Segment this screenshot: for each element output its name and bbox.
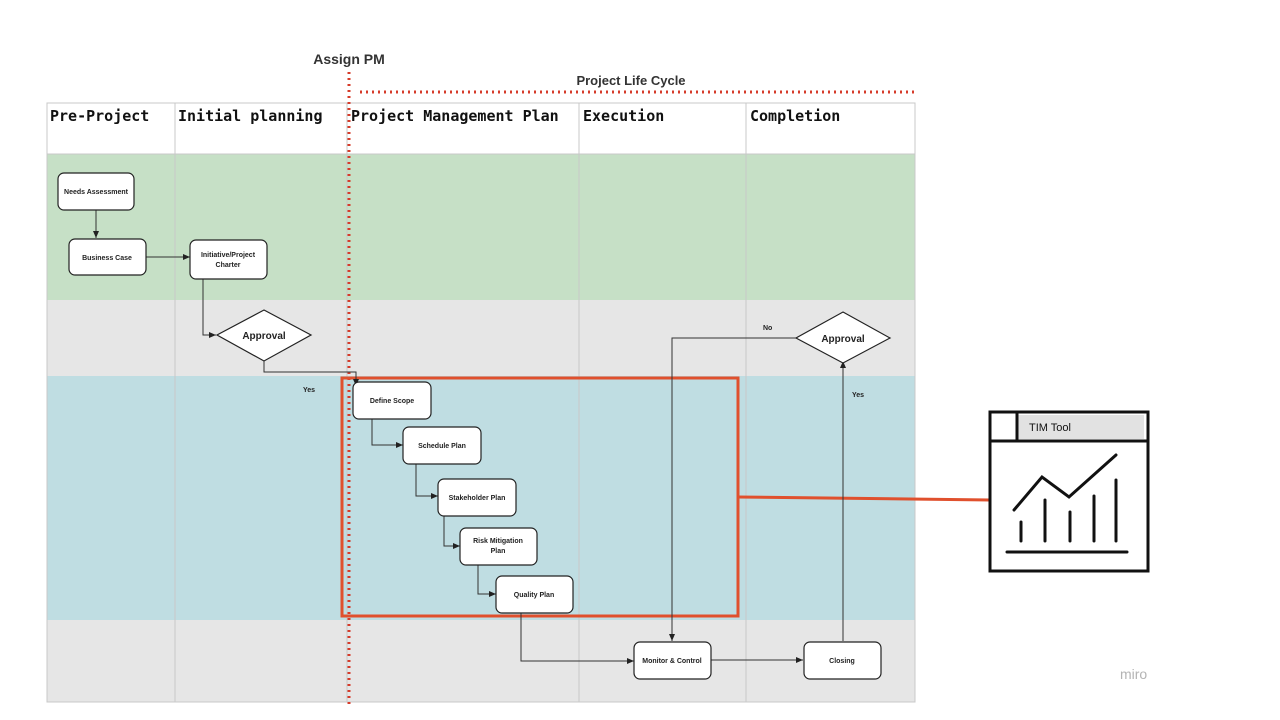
stakeholder-plan-node: Stakeholder Plan (437, 478, 517, 517)
approval-completion-node: Approval (794, 311, 892, 364)
approval-initial-label: Approval (242, 331, 286, 342)
lane-gray-2 (47, 620, 915, 702)
business-case-label: Business Case (82, 255, 132, 262)
approval-initial-node: Approval (215, 309, 313, 362)
column-header-pre-project: Pre-Project (50, 107, 149, 125)
quality-plan-label: Quality Plan (514, 592, 554, 599)
charter-label-line2: Charter (216, 262, 241, 269)
edge-label-yes-completion: Yes (852, 392, 864, 399)
project-life-cycle-label: Project Life Cycle (576, 73, 685, 88)
schedule-plan-label: Schedule Plan (418, 443, 466, 450)
closing-node: Closing (803, 641, 882, 680)
miro-watermark: miro (1120, 666, 1147, 682)
edge-label-yes-initial: Yes (303, 387, 315, 394)
quality-plan-node: Quality Plan (495, 575, 574, 614)
approval-completion-label: Approval (821, 334, 865, 345)
needs-assessment-label: Needs Assessment (64, 189, 129, 196)
assign-pm-label: Assign PM (313, 51, 385, 67)
chart-trend-icon (1005, 453, 1129, 554)
flow-connectors (93, 210, 846, 664)
column-header-pm-plan: Project Management Plan (351, 107, 559, 125)
lane-green (47, 154, 915, 300)
define-scope-node: Define Scope (352, 381, 432, 420)
risk-mitigation-label-line1: Risk Mitigation (473, 538, 523, 545)
schedule-plan-node: Schedule Plan (402, 426, 482, 465)
business-case-node: Business Case (68, 238, 147, 276)
stakeholder-plan-label: Stakeholder Plan (449, 495, 506, 502)
edge-label-no-completion: No (763, 325, 772, 332)
column-header-initial-planning: Initial planning (178, 107, 323, 125)
grid-lines (46, 102, 916, 703)
monitor-control-node: Monitor & Control (633, 641, 712, 680)
define-scope-label: Define Scope (370, 398, 414, 405)
charter-node: Initiative/Project Charter (189, 239, 268, 280)
charter-label-line1: Initiative/Project (201, 252, 256, 259)
column-header-completion: Completion (750, 107, 840, 125)
risk-mitigation-plan-node: Risk Mitigation Plan (459, 527, 538, 566)
needs-assessment-node: Needs Assessment (57, 172, 135, 211)
risk-mitigation-label-line2: Plan (491, 548, 506, 555)
monitor-control-label: Monitor & Control (642, 658, 702, 665)
highlight-connector (737, 495, 991, 502)
closing-label: Closing (829, 658, 855, 665)
tim-tool-window: TIM Tool (988, 410, 1150, 573)
tim-tool-title: TIM Tool (1029, 422, 1071, 434)
header-lane (47, 103, 915, 154)
column-header-execution: Execution (583, 107, 664, 125)
